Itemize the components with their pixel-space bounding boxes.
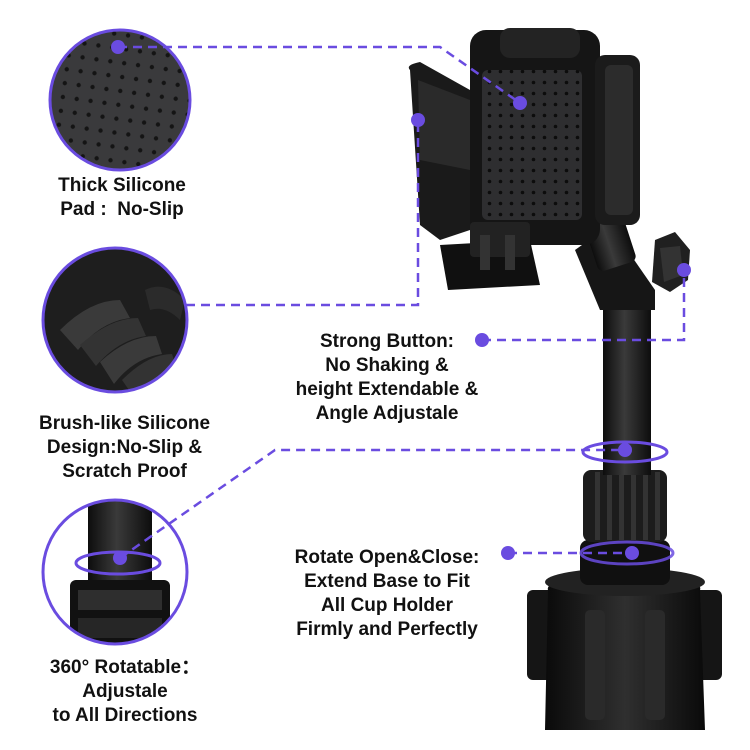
label-line: No Shaking & bbox=[325, 355, 449, 376]
phone-clamp-head bbox=[408, 28, 640, 290]
label-silicone-pad: Thick Silicone Pad : No-Slip bbox=[22, 174, 222, 222]
label-brush-silicone: Brush-like Silicone Design:No-Slip & Scr… bbox=[12, 412, 237, 484]
label-rotate-base: Rotate Open&Close: Extend Base to Fit Al… bbox=[262, 546, 512, 642]
silicone-pad-zoom bbox=[48, 28, 192, 172]
label-line: Thick Silicone bbox=[58, 175, 186, 196]
label-line: 360° Rotatable： bbox=[49, 657, 201, 678]
label-line: to All Directions bbox=[52, 705, 198, 726]
leader-lines bbox=[118, 45, 686, 560]
arm-rotation-ring bbox=[581, 440, 669, 464]
label-line: height Extendable & bbox=[295, 379, 479, 400]
label-line: Extend Base to Fit bbox=[304, 571, 470, 592]
leader-dots bbox=[111, 40, 691, 565]
label-line: Firmly and Perfectly bbox=[296, 619, 478, 640]
label-line: Design:No-Slip & bbox=[46, 437, 203, 458]
cup-holder-base bbox=[527, 470, 722, 730]
label-line: Angle Adjustale bbox=[315, 403, 459, 424]
brush-grip-zoom bbox=[41, 246, 189, 394]
label-line: Brush-like Silicone bbox=[38, 413, 211, 434]
label-line: Pad : No-Slip bbox=[60, 199, 184, 220]
base-ribbed-collar bbox=[583, 470, 667, 542]
label-rotatable: 360° Rotatable： Adjustale to All Directi… bbox=[20, 656, 230, 728]
adjustment-knob bbox=[652, 232, 690, 292]
rotation-joint-zoom bbox=[41, 498, 189, 646]
base-rotation-ring bbox=[579, 540, 675, 566]
label-line: Adjustale bbox=[82, 681, 168, 702]
label-line: Rotate Open&Close: bbox=[294, 547, 480, 568]
label-line: Strong Button: bbox=[319, 331, 454, 352]
label-line: Scratch Proof bbox=[62, 461, 187, 482]
label-strong-button: Strong Button: No Shaking & height Exten… bbox=[262, 330, 512, 426]
label-line: All Cup Holder bbox=[321, 595, 453, 616]
